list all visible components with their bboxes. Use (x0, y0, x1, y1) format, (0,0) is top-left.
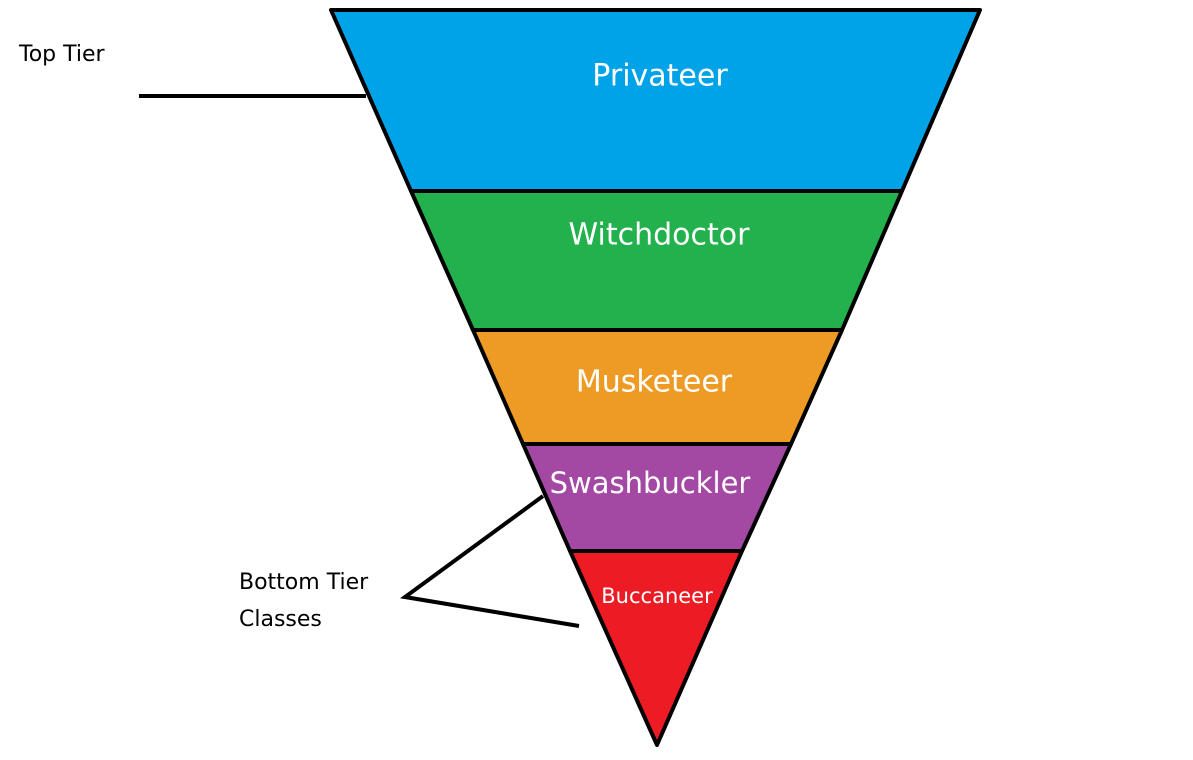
bottom-tier-pointer-lines (399, 494, 580, 628)
tier-band-buccaneer (568, 549, 744, 747)
tier-label-witchdoctor: Witchdoctor (569, 218, 751, 253)
tier-band-witchdoctor (409, 189, 904, 332)
tier-label-buccaneer: Buccaneer (601, 584, 713, 608)
tier-label-swashbuckler: Swashbuckler (550, 466, 751, 500)
tier-label-musketeer: Musketeer (576, 365, 733, 400)
bottom-tier-label-line2: Classes (239, 607, 322, 632)
tier-label-privateer: Privateer (592, 59, 728, 94)
bottom-tier-label-line1: Bottom Tier (239, 570, 369, 595)
top-tier-label: Top Tier (18, 42, 106, 67)
tier-band-privateer (329, 8, 982, 193)
